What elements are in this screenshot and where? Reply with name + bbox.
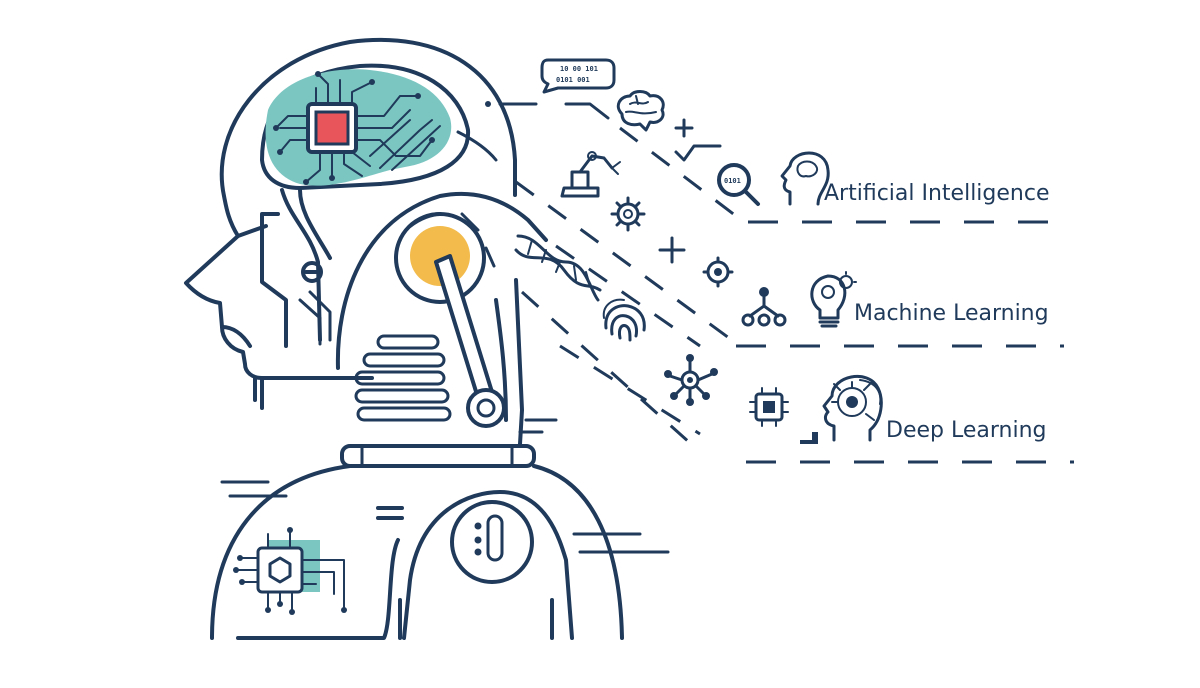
robot-head xyxy=(184,37,610,410)
data-streams xyxy=(515,126,745,454)
robot-body xyxy=(210,464,670,640)
svg-text:10 00 101: 10 00 101 xyxy=(560,65,598,73)
robot-neck xyxy=(335,191,558,468)
magnifier-icon: 0101 xyxy=(717,163,760,206)
label-artificial-intelligence: Artificial Intelligence xyxy=(824,181,1050,206)
dna-icon xyxy=(514,234,602,302)
head-brain-icon xyxy=(780,151,830,206)
body-chip xyxy=(233,527,347,615)
plus-icon xyxy=(674,118,694,138)
svg-text:0101: 0101 xyxy=(724,177,741,185)
fingerprint-icon xyxy=(602,298,646,342)
brain-icon xyxy=(616,90,665,132)
chip-icon xyxy=(749,387,789,427)
svg-text:0101 001: 0101 001 xyxy=(556,76,590,84)
bar-step-icon xyxy=(800,432,818,444)
ai-head-icon xyxy=(822,375,883,442)
lightbulb-gear-icon xyxy=(810,271,857,328)
label-machine-learning: Machine Learning xyxy=(854,301,1049,326)
hub-icon xyxy=(664,354,718,406)
brain-chip xyxy=(273,71,441,185)
network-icon xyxy=(741,287,787,327)
gear-icon xyxy=(610,196,646,232)
robot-arm-icon xyxy=(560,151,621,198)
cog-icon xyxy=(702,256,734,288)
plus-icon-2 xyxy=(658,236,686,264)
speech-bubble-icon: 10 00 101 0101 001 xyxy=(540,58,616,94)
checkmark-icon xyxy=(674,144,722,162)
label-deep-learning: Deep Learning xyxy=(886,418,1046,443)
